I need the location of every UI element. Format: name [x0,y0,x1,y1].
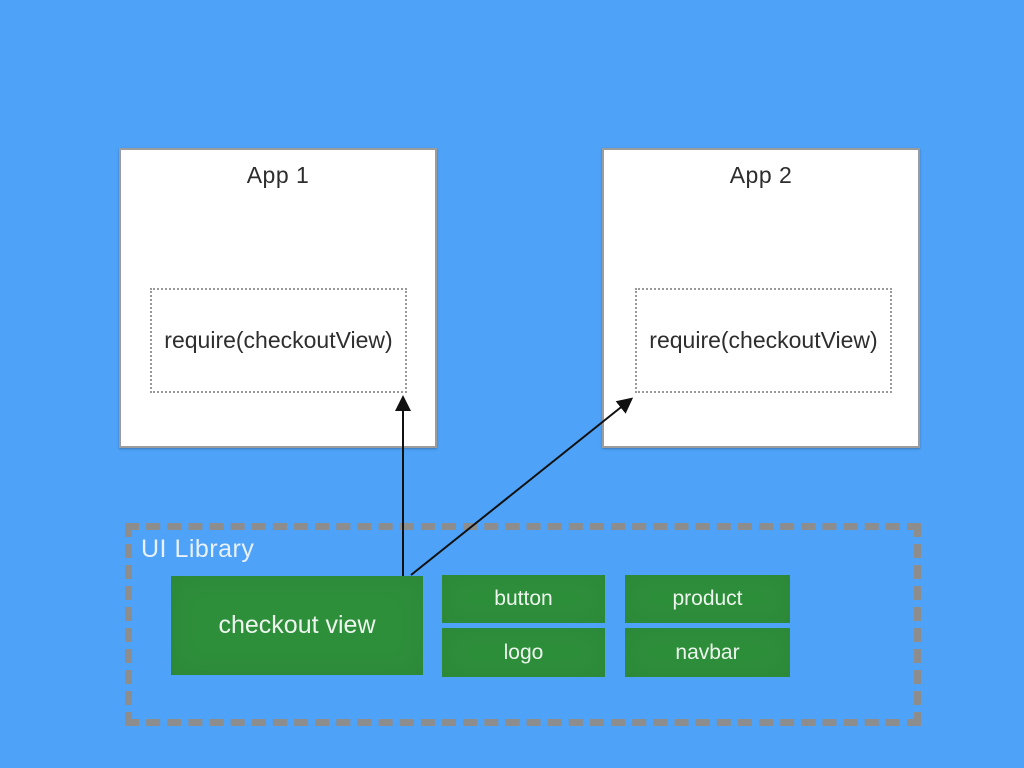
app1-title: App 1 [246,162,310,188]
module-checkout-view-label: checkout view [218,611,376,639]
app1-require-label: require(checkoutView) [164,327,393,353]
app2-title: App 2 [729,162,793,188]
module-navbar: navbar [625,628,790,677]
module-product: product [625,575,790,623]
app1-panel: App 1 require(checkoutView) [119,148,437,448]
module-product-label: product [672,587,743,610]
app2-require-box: require(checkoutView) [635,288,892,393]
module-button: button [442,575,605,623]
module-checkout-view: checkout view [171,576,423,675]
module-navbar-label: navbar [675,640,740,664]
ui-library-label: UI Library [141,535,255,563]
app2-panel: App 2 require(checkoutView) [602,148,920,448]
module-logo-label: logo [503,640,544,664]
app1-require-box: require(checkoutView) [150,288,407,393]
module-logo: logo [442,628,605,677]
ui-library-container: UI Library checkout view button product … [125,523,921,726]
app2-require-label: require(checkoutView) [649,327,878,353]
module-button-label: button [494,587,553,610]
